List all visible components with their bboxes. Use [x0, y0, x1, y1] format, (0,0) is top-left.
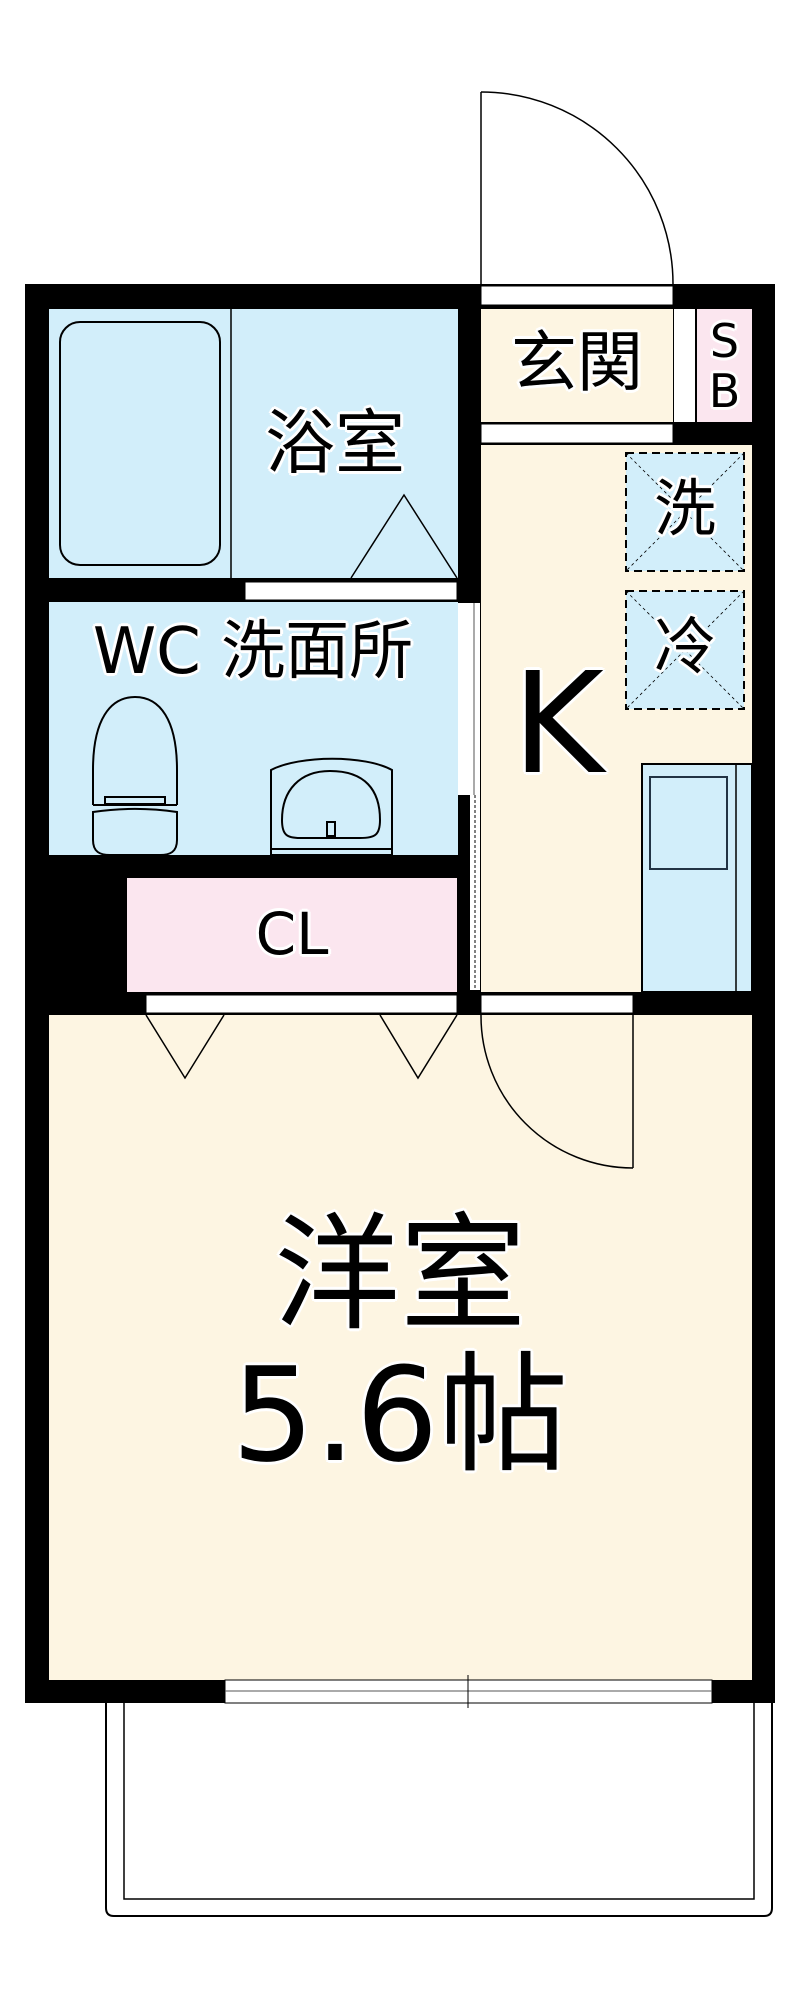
window-icon: [224, 1675, 713, 1708]
closet-label: CL: [255, 900, 329, 968]
bathtub-icon: [59, 321, 221, 566]
bathroom-label: 浴室: [265, 402, 405, 484]
washroom-label: WC 洗面所: [92, 615, 414, 689]
entrance-label: 玄関: [511, 324, 643, 401]
sink-icon: [270, 757, 393, 856]
closet-door-icon: [379, 1014, 458, 1080]
shoe-box-label-s: S: [709, 314, 740, 368]
entrance-door-icon: [480, 91, 674, 285]
bath-door-icon: [350, 493, 458, 579]
closet-area: [127, 878, 457, 992]
washer-label: 洗: [653, 472, 716, 545]
western-room-area: [49, 1015, 752, 1680]
closet-door-icon: [145, 1014, 225, 1080]
washer-space-icon: [625, 452, 745, 572]
fridge-label: 冷: [653, 610, 716, 683]
balcony-outline: [105, 1703, 773, 1917]
room-door-icon: [480, 1014, 634, 1169]
fridge-space-icon: [625, 590, 745, 710]
bathroom-area: [49, 309, 458, 578]
kitchen-label: K: [512, 643, 604, 806]
western-room-label: 洋室: [274, 1201, 526, 1348]
shoe-box-area: [697, 309, 752, 422]
washroom-area: [49, 602, 458, 855]
toilet-icon: [92, 695, 178, 856]
shoe-box-label-b: B: [708, 364, 741, 418]
kitchen-counter-icon: [641, 763, 753, 993]
western-room-size: 5.6帖: [231, 1339, 569, 1491]
entrance-area: [481, 309, 673, 422]
